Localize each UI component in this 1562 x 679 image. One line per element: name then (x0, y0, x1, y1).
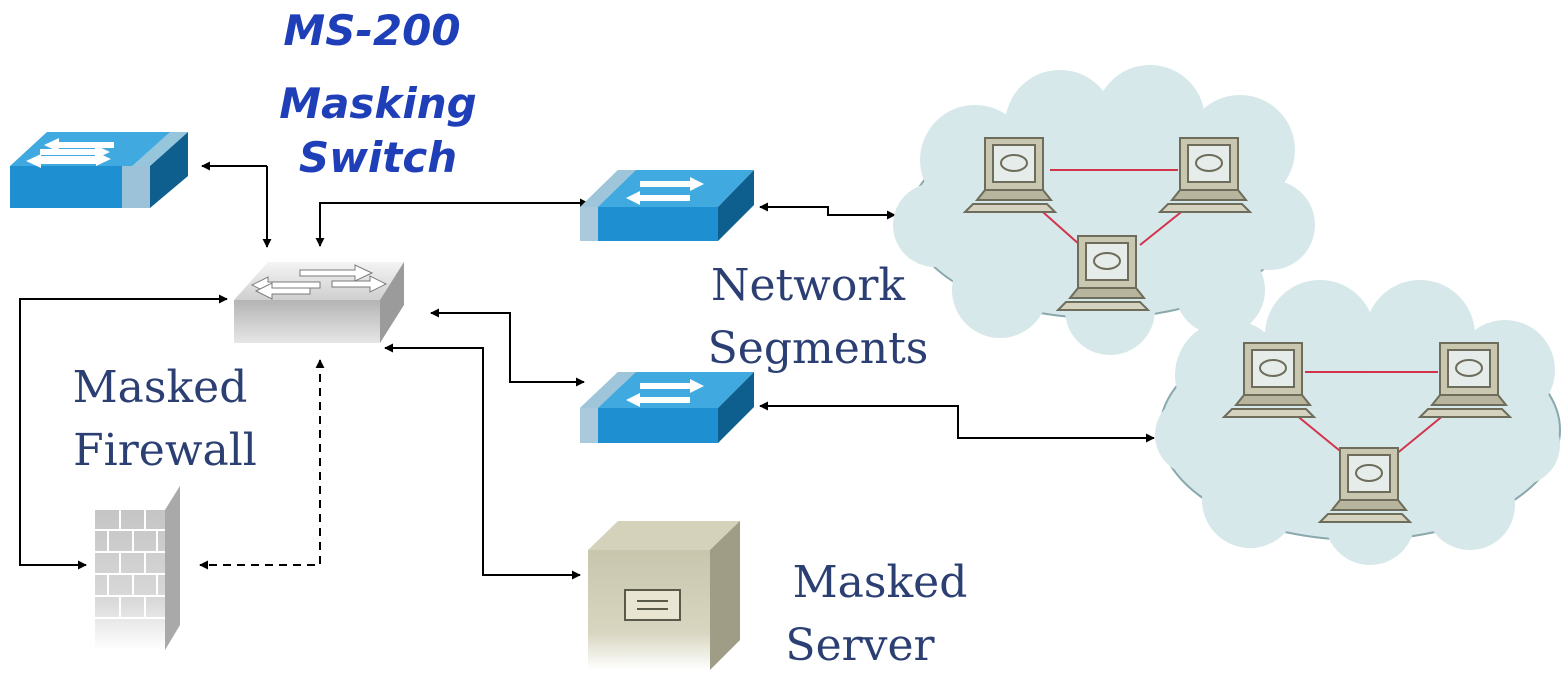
workstation-icon (1221, 342, 1317, 418)
server-icon (588, 521, 740, 670)
masking-switch-title: MS-200 Masking Switch (279, 6, 476, 182)
server-label-line-1: Masked (793, 557, 968, 608)
segment-switch-top (580, 170, 754, 241)
segment-switch-bottom (580, 372, 754, 443)
connector-masking-segment-top (315, 198, 589, 247)
masking-switch-icon (234, 262, 404, 343)
connectors (19, 161, 1155, 580)
connector-segment-bottom-cloud (759, 401, 1155, 443)
network-label-line-2: Segments (708, 323, 929, 374)
connector-firewall-dashed (199, 359, 325, 570)
network-cloud-top (893, 65, 1315, 355)
workstation-icon (1157, 137, 1253, 213)
workstation-icon (1317, 447, 1413, 523)
workstation-icon (1055, 235, 1151, 311)
server-label-line-2: Server (785, 620, 935, 671)
firewall-icon (95, 486, 180, 650)
connector-masking-server (384, 343, 581, 580)
title-line-2: Masking (279, 79, 476, 128)
connector-firewall-loop (19, 294, 228, 570)
title-line-3: Switch (299, 133, 457, 182)
firewall-label-line-1: Masked (73, 362, 248, 413)
firewall-label-line-2: Firewall (73, 425, 257, 476)
workstation-icon (962, 137, 1058, 213)
connector-segment-top-cloud (759, 202, 896, 220)
title-line-1: MS-200 (283, 6, 460, 55)
workstation-icon (1417, 342, 1513, 418)
network-label-line-1: Network (711, 260, 905, 311)
switch-icon (10, 132, 188, 208)
